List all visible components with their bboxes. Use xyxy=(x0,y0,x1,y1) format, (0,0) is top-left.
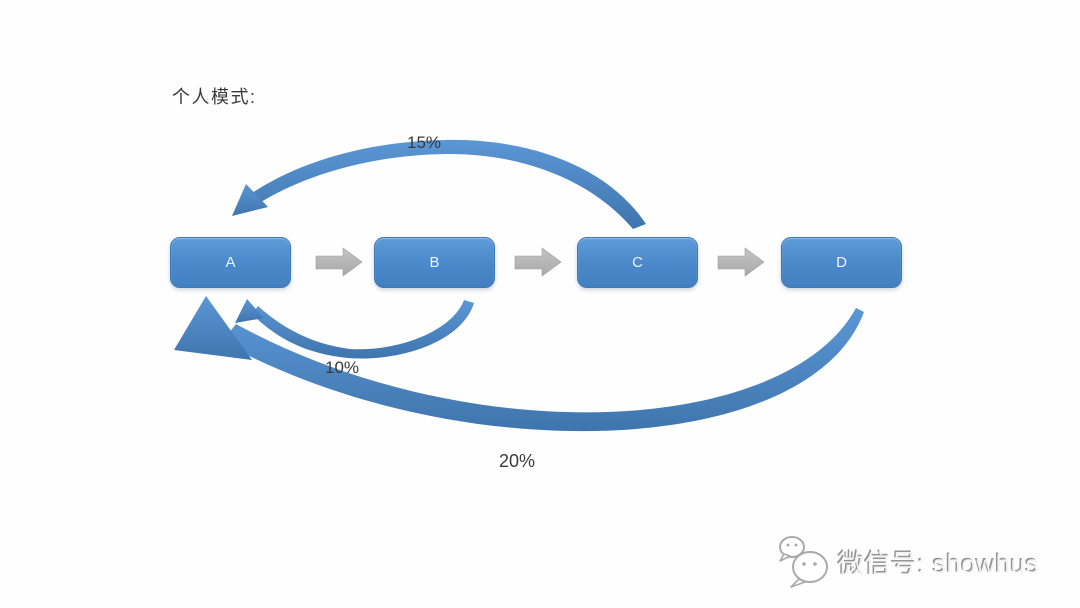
flow-arrow-c-d xyxy=(717,247,765,277)
diagram-title: 个人模式: xyxy=(172,87,257,107)
node-a: A xyxy=(170,237,291,288)
watermark-text: 微信号: showhus xyxy=(838,548,1040,579)
loop-label-20pct: 20% xyxy=(498,451,536,471)
loop-arrow-20pct xyxy=(222,308,864,432)
watermark: 微信号: showhus xyxy=(777,534,1039,590)
loop-arrowhead-20pct xyxy=(174,296,252,360)
wechat-icon xyxy=(779,536,828,588)
loop-label-10pct: 10% xyxy=(324,358,360,377)
flow-arrow-b-c xyxy=(514,247,562,277)
node-b: B xyxy=(374,237,495,288)
loop-arrow-10pct xyxy=(252,300,474,359)
loop-label-15pct: 15% xyxy=(406,133,442,152)
loop-arrowhead-10pct xyxy=(235,299,264,323)
flow-arrow-a-b xyxy=(315,247,363,277)
node-d: D xyxy=(781,237,902,288)
loop-arrow-15pct xyxy=(252,139,646,229)
node-c: C xyxy=(577,237,698,288)
loop-arrowhead-15pct xyxy=(232,184,268,216)
